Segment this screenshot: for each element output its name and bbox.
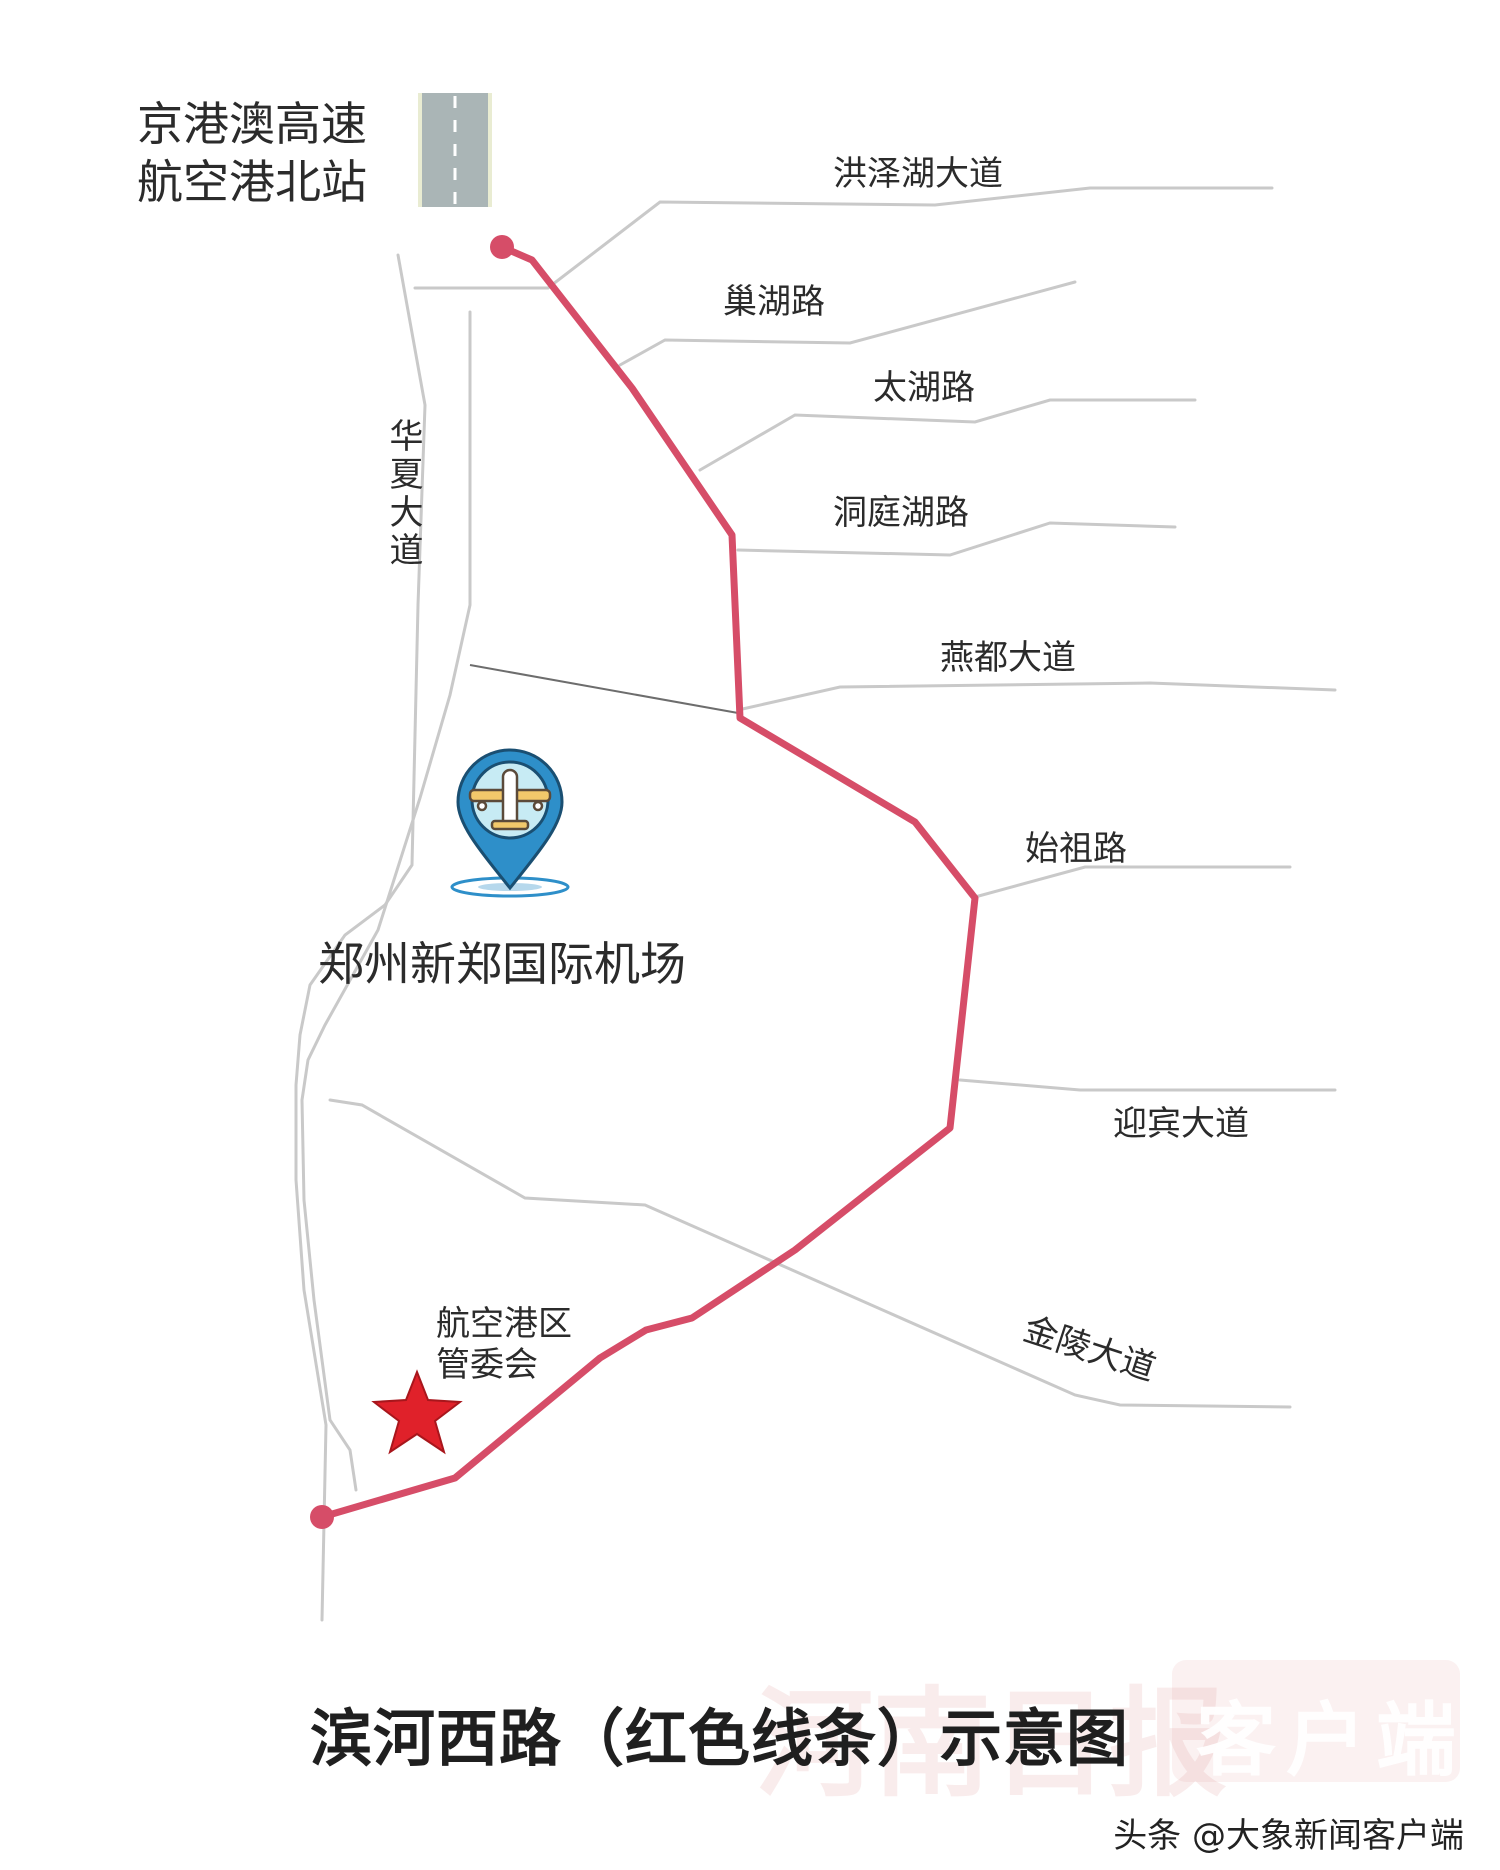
label-taihu-road: 太湖路 — [873, 368, 975, 408]
label-yingbin-avenue: 迎宾大道 — [1113, 1104, 1249, 1144]
road-jinling — [328, 1098, 1292, 1409]
road-chaohu — [618, 280, 1077, 367]
source-credit: 头条 @大象新闻客户端 — [1113, 1816, 1464, 1856]
airport-pin-icon — [450, 748, 570, 898]
label-hongzehu-road: 洪泽湖大道 — [833, 154, 1003, 194]
airport-label: 郑州新郑国际机场 — [318, 937, 686, 991]
highway-icon — [418, 93, 492, 207]
road-hongzehu — [413, 186, 1274, 290]
route-binhe-west-road — [318, 243, 979, 1521]
label-shizu-road: 始祖路 — [1025, 829, 1127, 869]
road-huaxia-west — [294, 253, 427, 1622]
committee-label: 航空港区 管委会 — [436, 1304, 572, 1386]
airplane-icon — [468, 768, 552, 831]
label-chaohu-road: 巢湖路 — [723, 282, 825, 322]
road-yingbin — [958, 1078, 1337, 1092]
watermark-badge-text: 客户端 — [1196, 1694, 1466, 1787]
route-start-dot — [490, 235, 514, 259]
watermark-badge-box — [1172, 1660, 1460, 1782]
route-end-dot — [310, 1505, 334, 1529]
committee-label-line2: 管委会 — [436, 1344, 538, 1385]
committee-label-line1: 航空港区 — [436, 1304, 572, 1344]
highway-station-label-line2: 航空港北站 — [137, 154, 367, 209]
airport-access-road — [469, 664, 739, 714]
watermark-brand: 河南日报 — [755, 1674, 1228, 1813]
label-yandu-avenue: 燕都大道 — [940, 638, 1076, 678]
label-huaxia-avenue: 华夏大道 — [383, 418, 423, 570]
road-yandu — [736, 681, 1337, 712]
road-taihu — [698, 398, 1197, 472]
map-title: 滨河西路（红色线条）示意图 — [310, 1702, 1130, 1775]
road-huaxia-east — [300, 310, 472, 1492]
road-shizu — [973, 865, 1292, 899]
road-dongtinghu — [736, 521, 1177, 557]
road-network — [294, 186, 1337, 1622]
highway-station-label: 京港澳高速 航空港北站 — [137, 96, 367, 211]
highway-station-label-line1: 京港澳高速 — [137, 97, 367, 151]
label-dongtinghu-road: 洞庭湖路 — [833, 493, 969, 533]
star-marker-icon — [371, 1369, 463, 1455]
